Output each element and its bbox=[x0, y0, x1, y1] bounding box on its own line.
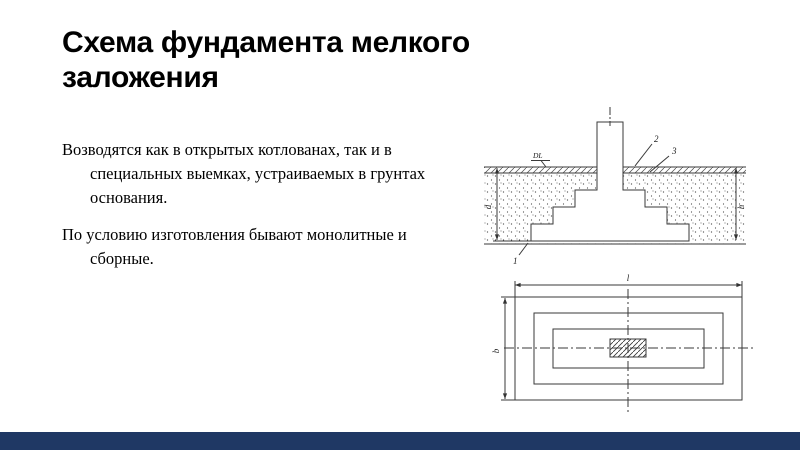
paragraph-1: Возводятся как в открытых котлованах, та… bbox=[62, 140, 426, 207]
slide-title: Схема фундамента мелкого заложения bbox=[62, 26, 470, 94]
section-view: d h DL 2 3 1 bbox=[483, 107, 746, 266]
plan-outer-rect bbox=[514, 296, 743, 401]
foundation-drawing: d h DL 2 3 1 bbox=[483, 107, 756, 412]
plan-inner-rect bbox=[552, 328, 705, 369]
callout-2-leader bbox=[634, 143, 653, 167]
datum-leader bbox=[540, 160, 547, 168]
height-dim-label: h bbox=[736, 204, 746, 209]
plan-middle-rect bbox=[533, 312, 724, 385]
ground-hatch-left bbox=[484, 167, 597, 173]
footer-bar bbox=[0, 432, 800, 450]
width-dim-label: b bbox=[491, 348, 501, 353]
callout-3-label: 3 bbox=[671, 146, 677, 156]
paragraph-2: По условию изготовления бывают монолитны… bbox=[62, 224, 407, 268]
callout-2-label: 2 bbox=[654, 134, 659, 144]
plan-view: l b bbox=[491, 273, 756, 412]
callout-1-leader bbox=[518, 242, 529, 256]
foundation-diagram: d h DL 2 3 1 bbox=[478, 102, 778, 420]
callout-3-leader bbox=[649, 155, 670, 173]
length-dim-label: l bbox=[627, 273, 630, 283]
ground-hatch-right bbox=[623, 167, 746, 173]
slide-body: Возводятся как в открытых котлованах, та… bbox=[62, 138, 447, 284]
datum-label: DL bbox=[532, 151, 543, 160]
callout-1-label: 1 bbox=[513, 256, 518, 266]
plan-column-block bbox=[609, 338, 647, 358]
foundation-outline bbox=[530, 121, 690, 242]
depth-dim-label: d bbox=[483, 204, 493, 209]
